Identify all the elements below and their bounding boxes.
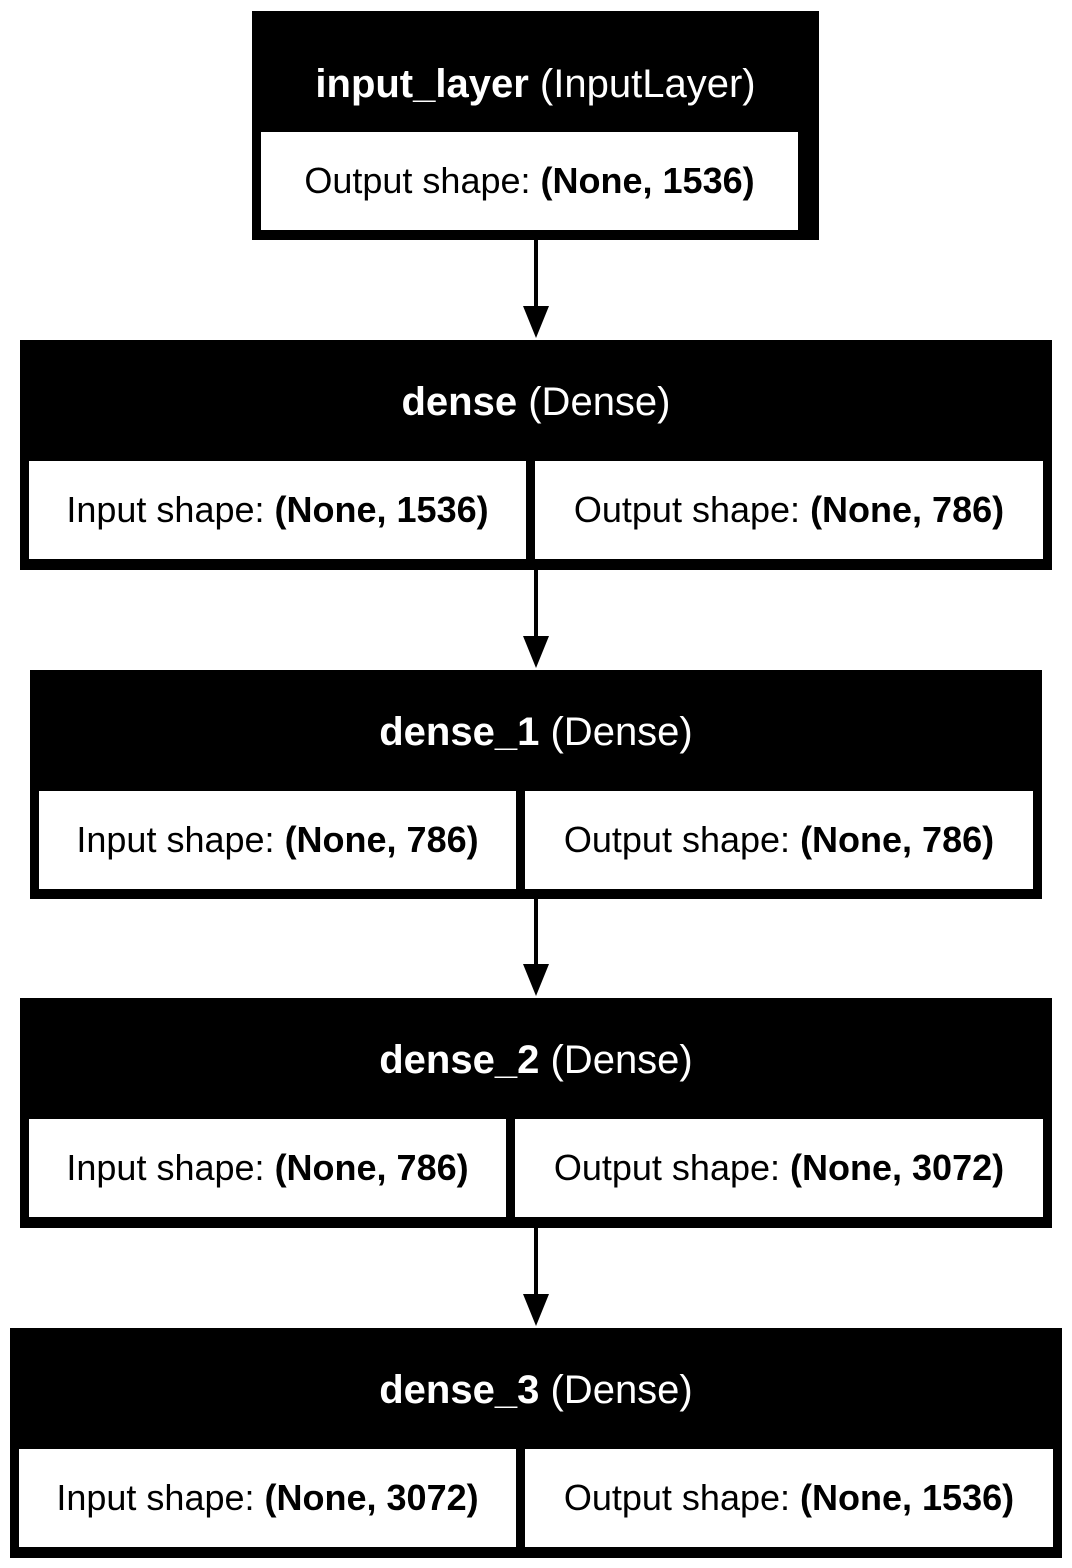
- input-shape-label: Input shape:: [66, 489, 265, 530]
- output-shape-value: (None, 3072): [790, 1147, 1005, 1188]
- input-shape-value: (None, 3072): [264, 1477, 479, 1518]
- edge-dense-to-dense-1: [523, 570, 549, 668]
- layer-node-dense: dense (Dense) Input shape: (None, 1536) …: [20, 340, 1052, 570]
- layer-name: dense_2: [379, 1038, 540, 1082]
- input-shape-label: Input shape:: [76, 819, 275, 860]
- output-shape-label: Output shape:: [304, 160, 531, 201]
- input-shape-value: (None, 786): [284, 819, 479, 860]
- layer-type: (InputLayer): [539, 62, 756, 106]
- output-shape-value: (None, 786): [800, 819, 995, 860]
- layer-name: dense: [401, 380, 518, 424]
- output-shape-cell: Output shape: (None, 3072): [515, 1119, 1043, 1217]
- layer-type: (Dense): [550, 710, 693, 754]
- layer-header: dense (Dense): [20, 380, 1052, 425]
- output-shape-label: Output shape:: [563, 1477, 791, 1518]
- output-shape-value: (None, 1536): [800, 1477, 1015, 1518]
- input-shape-cell: Input shape: (None, 786): [39, 791, 516, 889]
- input-shape-cell: Input shape: (None, 786): [29, 1119, 506, 1217]
- input-shape-label: Input shape:: [56, 1477, 255, 1518]
- input-shape-label: Input shape:: [66, 1147, 265, 1188]
- output-shape-label: Output shape:: [563, 819, 791, 860]
- input-shape-value: (None, 1536): [274, 489, 489, 530]
- layer-name: dense_1: [379, 710, 540, 754]
- output-shape-value: (None, 786): [810, 489, 1005, 530]
- output-shape-cell: Output shape: (None, 786): [535, 461, 1043, 559]
- edge-input-layer-to-dense: [523, 240, 549, 338]
- layer-node-dense-2: dense_2 (Dense) Input shape: (None, 786)…: [20, 998, 1052, 1228]
- edge-dense-1-to-dense-2: [523, 899, 549, 996]
- edge-dense-2-to-dense-3: [523, 1228, 549, 1326]
- output-shape-value: (None, 1536): [540, 160, 755, 201]
- input-shape-value: (None, 786): [274, 1147, 469, 1188]
- layer-node-input-layer: input_layer (InputLayer) Output shape: (…: [252, 11, 819, 240]
- layer-name: dense_3: [379, 1368, 540, 1412]
- layer-header: input_layer (InputLayer): [252, 62, 819, 107]
- layer-type: (Dense): [550, 1038, 693, 1082]
- layer-node-dense-3: dense_3 (Dense) Input shape: (None, 3072…: [10, 1328, 1062, 1558]
- layer-header: dense_3 (Dense): [10, 1368, 1062, 1413]
- output-shape-cell: Output shape: (None, 1536): [525, 1449, 1053, 1547]
- output-shape-label: Output shape:: [553, 1147, 781, 1188]
- output-shape-cell: Output shape: (None, 1536): [261, 132, 798, 230]
- layer-type: (Dense): [528, 380, 671, 424]
- layer-header: dense_2 (Dense): [20, 1038, 1052, 1083]
- output-shape-label: Output shape:: [573, 489, 801, 530]
- input-shape-cell: Input shape: (None, 1536): [29, 461, 526, 559]
- layer-header: dense_1 (Dense): [30, 710, 1042, 755]
- input-shape-cell: Input shape: (None, 3072): [19, 1449, 516, 1547]
- layer-type: (Dense): [550, 1368, 693, 1412]
- layer-node-dense-1: dense_1 (Dense) Input shape: (None, 786)…: [30, 670, 1042, 899]
- layer-name: input_layer: [315, 62, 529, 106]
- output-shape-cell: Output shape: (None, 786): [525, 791, 1033, 889]
